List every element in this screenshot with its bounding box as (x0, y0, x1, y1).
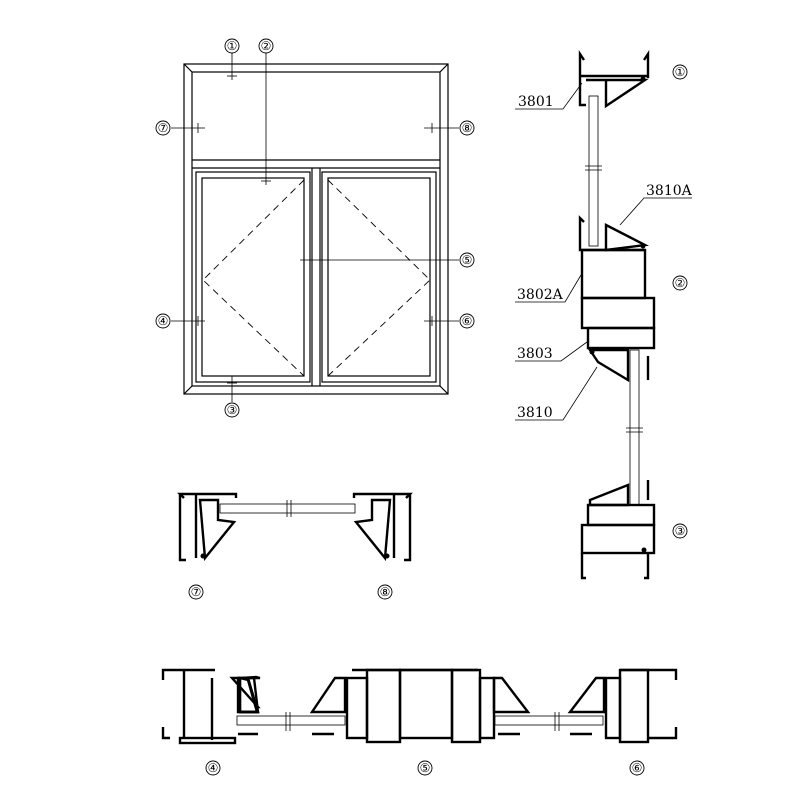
svg-text:⑥: ⑥ (462, 314, 473, 328)
callout-5: ⑤ (459, 252, 475, 268)
section-label-6: ⑥ (629, 760, 645, 776)
svg-text:⑧: ⑧ (462, 121, 473, 135)
section-4-5-6: ④ ⑤ ⑥ (161, 668, 678, 776)
section-marker-3: ③ (672, 523, 688, 539)
section-marker-1: ① (672, 64, 688, 80)
svg-text:①: ① (227, 39, 238, 53)
part-label-3801: 3801 (518, 94, 554, 110)
part-label-3802A: 3802A (517, 287, 564, 303)
callout-7: ⑦ (155, 120, 171, 136)
callout-2: ② (258, 38, 274, 54)
svg-text:⑤: ⑤ (462, 253, 473, 267)
svg-text:②: ② (675, 276, 686, 290)
svg-text:④: ④ (158, 314, 169, 328)
part-labels: 3801 3810A 3802A 3803 3810 ① ② ③ (515, 64, 693, 539)
elevation-callouts: ① ② ③ ④ ⑤ ⑥ ⑦ ⑧ (155, 38, 475, 418)
part-label-3803: 3803 (517, 346, 553, 362)
window-elevation (183, 63, 449, 395)
section-label-7: ⑦ (188, 584, 204, 600)
section-marker-2: ② (672, 275, 688, 291)
callout-1: ① (224, 38, 240, 54)
svg-text:⑦: ⑦ (158, 121, 169, 135)
part-label-3810A: 3810A (646, 183, 693, 199)
svg-text:⑦: ⑦ (191, 585, 202, 599)
section-label-5: ⑤ (417, 760, 433, 776)
svg-text:④: ④ (208, 761, 219, 775)
svg-text:③: ③ (675, 524, 686, 538)
part-label-3810: 3810 (517, 405, 553, 421)
callout-3: ③ (224, 402, 240, 418)
svg-text:⑤: ⑤ (420, 761, 431, 775)
section-7-8: ⑦ ⑧ (177, 492, 413, 600)
callout-6: ⑥ (459, 313, 475, 329)
svg-text:⑥: ⑥ (632, 761, 643, 775)
callout-4: ④ (155, 313, 171, 329)
vertical-section (578, 50, 656, 580)
section-label-4: ④ (205, 760, 221, 776)
svg-text:①: ① (675, 65, 686, 79)
svg-text:②: ② (261, 39, 272, 53)
callout-8: ⑧ (459, 120, 475, 136)
svg-text:③: ③ (227, 403, 238, 417)
svg-text:⑧: ⑧ (380, 585, 391, 599)
section-label-8: ⑧ (377, 584, 393, 600)
